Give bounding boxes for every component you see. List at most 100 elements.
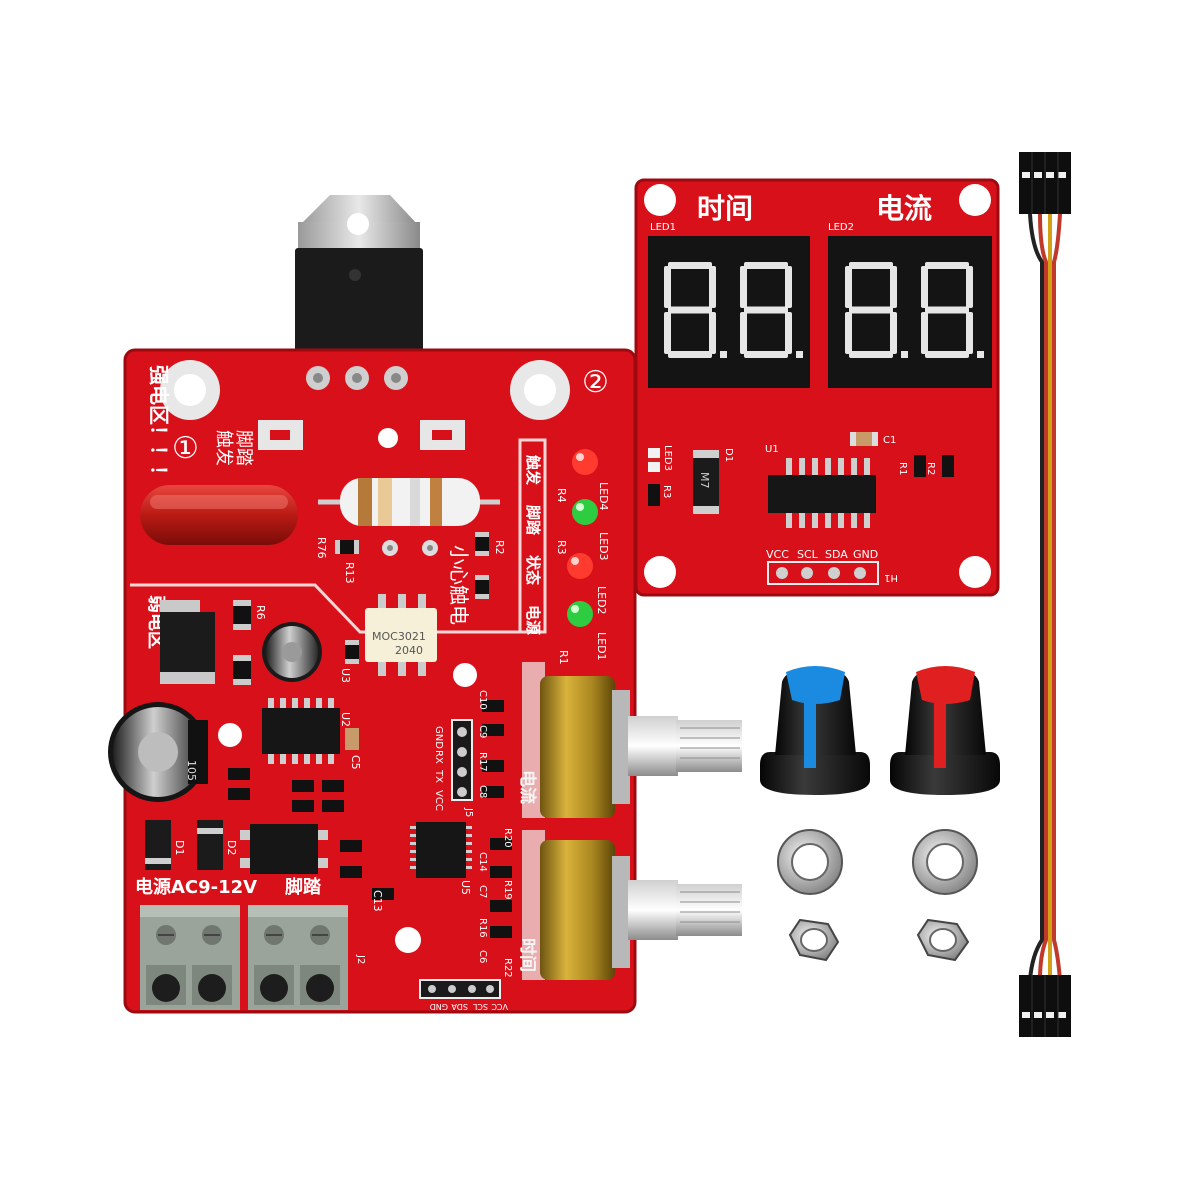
segment [744, 351, 788, 358]
ref-c9: C9 [477, 725, 488, 738]
main-header-pin-sda: SDA [451, 1002, 468, 1011]
decimal-point [796, 351, 803, 358]
display-connector-header[interactable] [419, 979, 501, 999]
segment [709, 266, 716, 308]
ref-led1: LED1 [595, 632, 608, 661]
segment [925, 306, 969, 314]
ref-u3: U3 [339, 668, 352, 683]
segment [744, 262, 788, 269]
power-terminal-block[interactable] [140, 905, 240, 1010]
led-indicator-green [567, 601, 593, 627]
cable-connector-bottom [1019, 975, 1071, 1037]
circle-two-label: ② [582, 365, 609, 400]
program-header-j5 [451, 719, 473, 801]
segment [668, 306, 712, 314]
time-display-label: 时间 [697, 192, 753, 225]
led-label-trigger: 触发 [524, 455, 542, 486]
led3-label: LED3 [662, 445, 673, 471]
optocoupler-text: MOC3021 [372, 630, 426, 643]
mounting-hole [510, 360, 570, 420]
ref-led2: LED2 [595, 586, 608, 615]
segment [668, 262, 712, 269]
power-resistor [318, 478, 500, 526]
segment [890, 266, 897, 308]
led-indicator-red [572, 449, 598, 475]
time-potentiometer[interactable] [522, 830, 742, 980]
smd-resistor [475, 575, 489, 599]
d1-label: D1 [723, 448, 734, 462]
r1-label: R1 [897, 462, 908, 475]
ref-rx: RX [433, 750, 444, 764]
segment [849, 262, 893, 269]
smd-resistor [475, 532, 489, 556]
ref-r22: R22 [502, 958, 513, 978]
current-potentiometer[interactable] [522, 662, 742, 818]
smd-resistor [648, 484, 660, 506]
ref-u5: U5 [459, 880, 472, 895]
washer [777, 829, 843, 895]
electrolytic-capacitor: 105 [108, 702, 208, 802]
segment [668, 351, 712, 358]
segment [925, 351, 969, 358]
r3-label: R3 [661, 485, 672, 498]
ref-c8: C8 [477, 785, 488, 798]
power-input-label: 电源AC9-12V [135, 876, 257, 898]
smd-resistor [942, 455, 954, 477]
ref-j5: J5 [463, 807, 474, 817]
footswitch-terminal-block[interactable] [248, 905, 348, 1010]
ref-j2: J2 [355, 954, 366, 964]
ref-u2: U2 [339, 712, 352, 727]
seven-segment-digits [664, 262, 984, 358]
ref-r17: R17 [477, 752, 488, 772]
ref-c10: C10 [477, 690, 488, 710]
ref-r76: R76 [315, 537, 328, 559]
segment [664, 312, 671, 354]
segment [890, 312, 897, 354]
segment [785, 266, 792, 308]
smd-capacitor [850, 432, 878, 446]
smd-resistor [233, 600, 251, 630]
capacitor-value: 105 [185, 760, 198, 781]
smd-resistor [345, 640, 359, 664]
display-diode: M7 [693, 450, 719, 514]
main-header-pin-scl: SCL [472, 1002, 488, 1011]
segment [849, 306, 893, 314]
led-indicator-red [567, 553, 593, 579]
ref-r3: R3 [555, 540, 568, 555]
smd-diode [197, 820, 223, 870]
ref-c7: C7 [477, 885, 488, 898]
segment [849, 351, 893, 358]
decimal-point [720, 351, 727, 358]
ref-c5: C5 [349, 755, 362, 770]
smd-led [648, 448, 660, 472]
mounting-hole [160, 360, 220, 420]
ref-r4: R4 [555, 488, 568, 503]
smd-diode [145, 820, 171, 870]
trigger-label: 触发 [213, 430, 234, 466]
fuse-component [140, 485, 298, 545]
segment [966, 266, 973, 308]
main-header-pin-vcc: VCC [491, 1002, 508, 1011]
foot-label: 脚踏 [233, 430, 254, 466]
decimal-point [901, 351, 908, 358]
segment [921, 266, 928, 308]
ref-r19: R19 [502, 880, 513, 900]
ref-r20: R20 [502, 828, 513, 848]
ref-c14: C14 [477, 852, 488, 872]
ref-r13: R13 [343, 562, 356, 584]
led-indicator-green [572, 499, 598, 525]
display-board: 时间 电流 LED1 LED2 LED3 M7 D1 R3 U1 C1 [634, 178, 1000, 597]
r2-label: R2 [925, 462, 936, 475]
segment [664, 266, 671, 308]
display-input-header[interactable] [767, 561, 879, 585]
segment [845, 312, 852, 354]
ref-led4: LED4 [597, 482, 610, 511]
led2-label: LED2 [828, 222, 854, 233]
optocoupler-code: 2040 [395, 644, 423, 657]
ref-tx: TX [433, 769, 444, 783]
ref-r2: R2 [493, 540, 506, 555]
ref-r16: R16 [477, 918, 488, 938]
decimal-point [977, 351, 984, 358]
washer [912, 829, 978, 895]
smd-resistor [914, 455, 926, 477]
